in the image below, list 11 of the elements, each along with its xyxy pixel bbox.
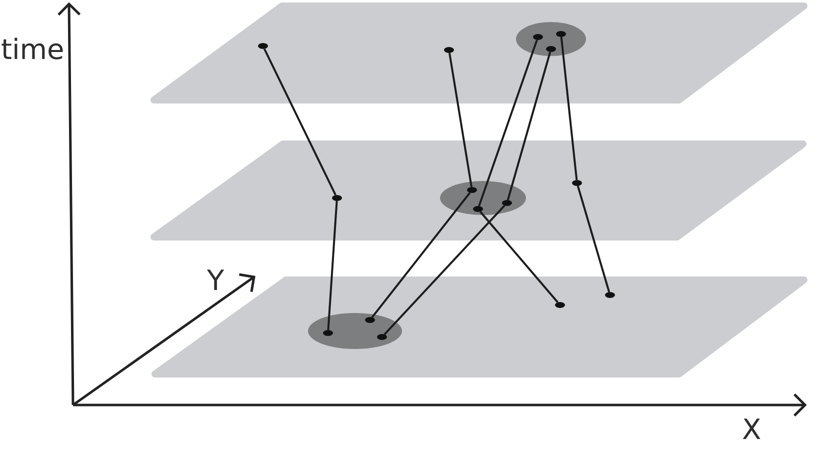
- trajectory-line: [506, 52, 552, 200]
- trajectory-line: [480, 211, 558, 303]
- trajectory-line: [384, 204, 506, 336]
- axis-label: time: [1, 36, 64, 64]
- axis-label: X: [742, 416, 762, 444]
- trajectory-line: [560, 36, 578, 180]
- trajectory-line: [478, 40, 538, 206]
- trajectory-line: [264, 48, 336, 196]
- trajectory-line: [371, 192, 471, 318]
- axis-label: Y: [207, 267, 224, 295]
- trajectory-line: [448, 52, 472, 188]
